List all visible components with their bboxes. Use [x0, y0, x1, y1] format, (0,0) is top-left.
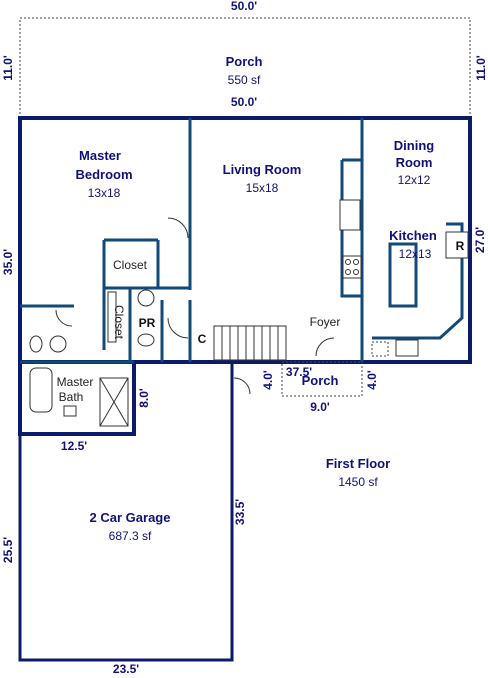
garage-width-label: 23.5': [113, 662, 139, 676]
porch-right-depth-label: 11.0': [474, 55, 488, 81]
room-labels: Master Bedroom 13x18 Living Room 15x18 D…: [57, 138, 465, 404]
stairs: [213, 325, 287, 361]
foyer-label: Foyer: [310, 315, 341, 329]
floor-title: First Floor: [326, 456, 390, 471]
door-swing: [55, 309, 73, 327]
door-swing: [233, 377, 251, 395]
living-room-size: 15x18: [246, 181, 279, 195]
front-porch-outline: [281, 361, 363, 397]
kitchen-wall-counter: [340, 158, 364, 298]
porch-outline: [19, 17, 471, 119]
dining-room-line1: Dining: [394, 138, 434, 153]
house-outer-wall: [18, 116, 472, 364]
coat-closet-label: C: [198, 332, 207, 346]
kitchen-name: Kitchen: [389, 228, 437, 243]
porch-top-width-label: 50.0': [231, 0, 257, 13]
kitchen-counter-outline: [372, 222, 464, 340]
dishwasher-fixture: [371, 341, 389, 357]
stove-burner-icon: [345, 269, 351, 275]
front-width-label: 37.5': [286, 365, 312, 379]
garage-right-depth-label: 33.5': [233, 499, 247, 525]
pr-sink-icon: [137, 289, 155, 307]
floor-area: 1450 sf: [338, 475, 378, 489]
exterior-walls: 35.0' 27.0': [1, 116, 487, 436]
garage-wall: [18, 360, 234, 662]
powder-room-label: PR: [139, 316, 156, 330]
toilet-paper-fixture: [63, 405, 77, 417]
house-right-depth-label: 27.0': [473, 227, 487, 253]
refrigerator-label: R: [456, 239, 465, 253]
porch-left-depth-label: 11.0': [1, 55, 15, 81]
front-porch: Porch 9.0' 4.0' 4.0' 37.5': [261, 361, 379, 414]
stove-fixture: [342, 255, 362, 279]
closet-lower-label: Closet: [112, 305, 126, 340]
master-bedroom-size: 13x18: [88, 186, 121, 200]
bathtub-fixture: [29, 367, 53, 413]
kitchen-sink-icon: [395, 339, 419, 357]
bath-depth-label: 8.0': [137, 388, 151, 408]
front-porch-width-label: 9.0': [310, 400, 330, 414]
porch-area: 50.0' 11.0' 11.0' Porch 550 sf 50.0': [1, 0, 488, 119]
bath-outer-wall: [18, 360, 136, 436]
closet-upper-label: Closet: [113, 258, 148, 272]
pr-toilet-icon: [137, 333, 155, 347]
kitchen-island: [388, 242, 418, 308]
stove-burner-icon: [345, 259, 351, 265]
living-room-name: Living Room: [223, 162, 302, 177]
door-swing: [315, 337, 335, 357]
interior-walls: [20, 118, 464, 364]
house-left-depth-label: 35.0': [1, 249, 15, 275]
stove-burner-icon: [353, 269, 359, 275]
master-bath-line1: Master: [57, 375, 94, 389]
fixtures: [29, 199, 469, 427]
bath-toilet-icon: [29, 335, 43, 353]
kitchen-size: 12x13: [399, 247, 432, 261]
dining-room-line2: Room: [396, 155, 433, 170]
stairs-outline: [213, 325, 287, 361]
house-top-width-label: 50.0': [231, 95, 257, 109]
closet-rod-fixture: [107, 291, 117, 343]
porch-size: 550 sf: [228, 73, 261, 87]
dining-room-size: 12x12: [398, 173, 431, 187]
bath-sink-icon: [49, 335, 67, 353]
garage-size: 687.3 sf: [109, 529, 152, 543]
door-swing: [167, 217, 189, 239]
oven-fixture: [339, 199, 361, 231]
front-porch-name: Porch: [302, 373, 339, 388]
door-swing: [167, 317, 189, 339]
garage: 25.5' 33.5' 23.5' 2 Car Garage 687.3 sf: [1, 360, 247, 676]
master-bedroom-line1: Master: [79, 148, 121, 163]
garage-name: 2 Car Garage: [90, 510, 171, 525]
front-porch-left-label: 4.0': [261, 370, 275, 390]
stove-burner-icon: [353, 259, 359, 265]
garage-left-depth-label: 25.5': [1, 537, 15, 563]
master-bath-line2: Bath: [59, 390, 84, 404]
shower-cross: [99, 377, 129, 427]
master-bedroom-line2: Bedroom: [75, 167, 132, 182]
refrigerator-fixture: [445, 231, 469, 259]
front-porch-right-label: 4.0': [365, 370, 379, 390]
porch-name: Porch: [226, 54, 263, 69]
bath-width-label: 12.5': [61, 439, 87, 453]
